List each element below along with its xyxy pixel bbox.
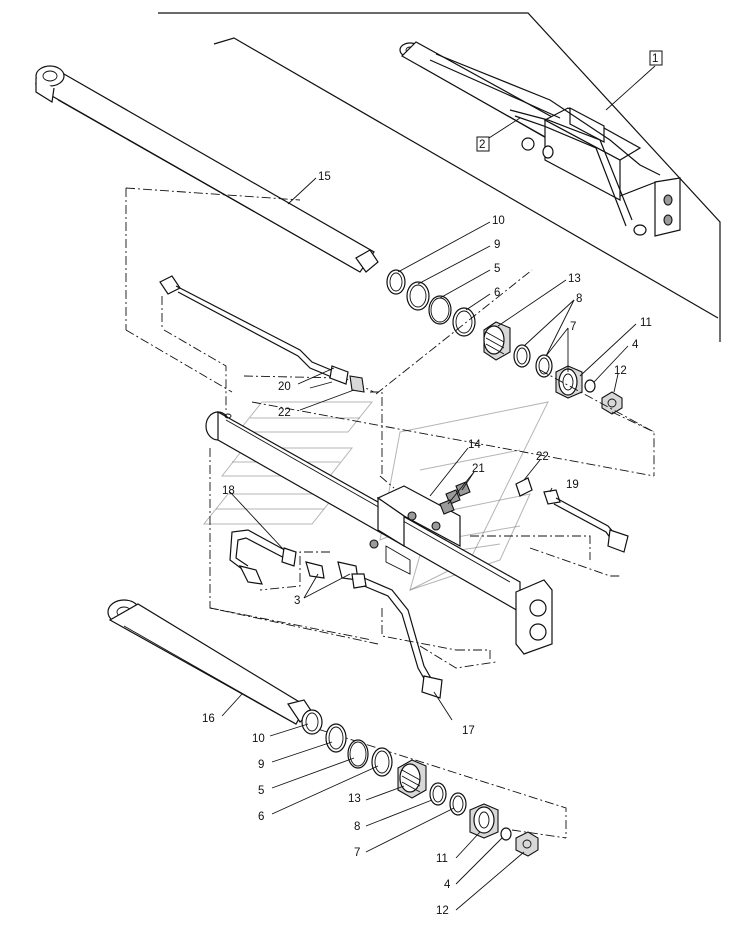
callout-9: 9 bbox=[494, 239, 500, 251]
callout-9: 9 bbox=[258, 759, 264, 771]
overview-frame bbox=[158, 12, 721, 342]
lower-seal-kit bbox=[301, 709, 539, 857]
fittings-cluster bbox=[439, 477, 629, 553]
lower-assembly-dashes bbox=[209, 448, 622, 839]
main-cylinder bbox=[205, 410, 553, 655]
boxed-callout-2: 2 bbox=[476, 117, 521, 152]
boxed-callout-2-label: 2 bbox=[479, 139, 485, 151]
callout-labels: 15 10 9 5 6 13 8 7 11 4 12 20 22 14 21 2… bbox=[202, 171, 652, 917]
callout-6: 6 bbox=[494, 287, 500, 299]
callout-4: 4 bbox=[632, 339, 639, 351]
callout-13: 13 bbox=[568, 273, 581, 285]
callout-17: 17 bbox=[462, 725, 475, 737]
callout-3: 3 bbox=[294, 595, 300, 607]
lower-piston-rod bbox=[107, 599, 313, 725]
overview-assembly bbox=[399, 41, 681, 237]
hydraulic-line-18 bbox=[229, 529, 367, 589]
boxed-callout-1: 1 bbox=[605, 50, 663, 111]
callout-11: 11 bbox=[640, 317, 652, 329]
callout-6: 6 bbox=[258, 811, 264, 823]
callout-16: 16 bbox=[202, 713, 215, 725]
callout-15: 15 bbox=[318, 171, 331, 183]
callout-5: 5 bbox=[258, 785, 264, 797]
callout-10: 10 bbox=[492, 215, 505, 227]
upper-seal-kit bbox=[386, 269, 623, 415]
callout-8: 8 bbox=[576, 293, 582, 305]
watermark-logo bbox=[202, 401, 549, 591]
boxed-callout-1-label: 1 bbox=[652, 53, 658, 65]
callout-18: 18 bbox=[222, 485, 235, 497]
callout-22: 22 bbox=[536, 451, 549, 463]
callout-7: 7 bbox=[354, 847, 360, 859]
callout-11: 11 bbox=[436, 853, 448, 865]
callout-13: 13 bbox=[348, 793, 361, 805]
callout-22: 22 bbox=[278, 407, 291, 419]
hydraulic-line-20 bbox=[159, 275, 365, 393]
callout-20: 20 bbox=[278, 381, 291, 393]
upper-assembly-dashes bbox=[125, 187, 655, 489]
callout-4: 4 bbox=[444, 879, 451, 891]
upper-piston-rod bbox=[34, 65, 379, 273]
callout-7: 7 bbox=[570, 321, 576, 333]
callout-12: 12 bbox=[436, 905, 449, 917]
callout-12: 12 bbox=[614, 365, 627, 377]
hydraulic-line-17 bbox=[363, 577, 443, 699]
callout-5: 5 bbox=[494, 263, 500, 275]
callout-19: 19 bbox=[566, 479, 579, 491]
callout-21: 21 bbox=[472, 463, 485, 475]
callout-10: 10 bbox=[252, 733, 265, 745]
leader-lines bbox=[221, 177, 637, 911]
callout-8: 8 bbox=[354, 821, 360, 833]
callout-14: 14 bbox=[468, 439, 481, 451]
